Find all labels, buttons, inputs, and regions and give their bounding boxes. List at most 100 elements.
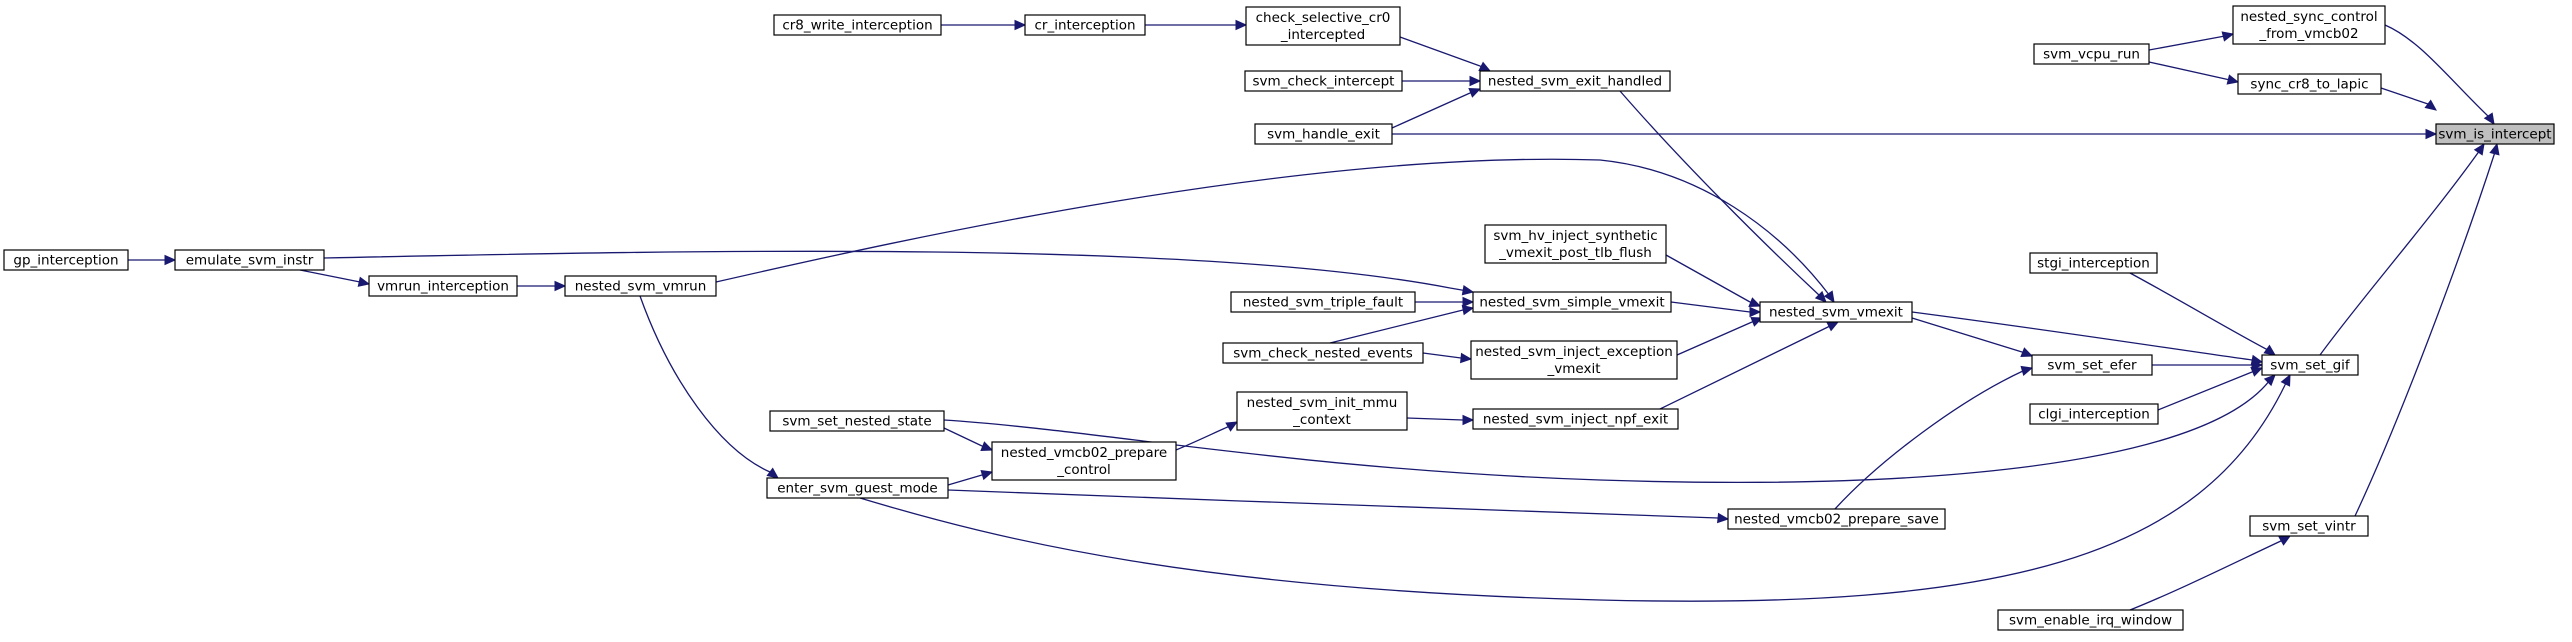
node-box	[1484, 224, 1667, 264]
node-nested-sync-control[interactable]: nested_sync_control_from_vmcb02	[2232, 5, 2386, 45]
node-label: svm_enable_irq_window	[2009, 613, 2172, 629]
e-simple-vmexit	[1670, 301, 1751, 313]
node-svm-set-vintr[interactable]: svm_set_vintr	[2249, 515, 2369, 537]
node-box	[1479, 70, 1671, 92]
node-svm-enable-irq-window[interactable]: svm_enable_irq_window	[1997, 609, 2184, 631]
e-stgi-gif-arrowhead	[2263, 344, 2276, 356]
node-box	[773, 14, 942, 36]
node-label: svm_set_nested_state	[782, 414, 931, 430]
e-triple-simple-arrowhead	[1462, 296, 1475, 308]
node-svm-check-nested-events[interactable]: svm_check_nested_events	[1222, 342, 1424, 364]
e-set-gif-is	[2319, 149, 2481, 356]
node-label: nested_svm_triple_fault	[1243, 295, 1403, 311]
node-emulate-svm-instr[interactable]: emulate_svm_instr	[174, 249, 325, 271]
node-label: emulate_svm_instr	[186, 253, 314, 269]
e-check-handled-arrowhead	[1469, 75, 1482, 87]
node-label: svm_check_intercept	[1253, 74, 1395, 90]
node-nested-svm-vmrun[interactable]: nested_svm_vmrun	[564, 275, 717, 297]
node-svm-handle-exit[interactable]: svm_handle_exit	[1254, 123, 1393, 145]
node-vmrun-interception[interactable]: vmrun_interception	[368, 275, 518, 297]
node-cr-interception[interactable]: cr_interception	[1024, 14, 1146, 36]
node-label: svm_vcpu_run	[2043, 47, 2140, 63]
e-emulate-vmrunint	[299, 269, 361, 283]
node-label: _context	[1292, 412, 1351, 428]
node-label: cr8_write_interception	[782, 18, 932, 34]
node-label: nested_svm_init_mmu	[1247, 395, 1398, 411]
node-nested-svm-simple-vmexit[interactable]: nested_svm_simple_vmexit	[1472, 291, 1672, 313]
node-cr8-write-interception[interactable]: cr8_write_interception	[773, 14, 942, 36]
node-svm-vcpu-run[interactable]: svm_vcpu_run	[2033, 43, 2150, 65]
node-svm-set-gif[interactable]: svm_set_gif	[2261, 354, 2359, 376]
e-enter-gif-arrowhead	[2280, 373, 2291, 387]
node-clgi-interception[interactable]: clgi_interception	[2029, 403, 2159, 425]
e-irq-vintr	[2129, 539, 2284, 611]
node-nested-svm-triple-fault[interactable]: nested_svm_triple_fault	[1230, 291, 1416, 313]
e-vmrunint-vmrun-arrowhead	[554, 280, 567, 292]
e-clgi-gif-arrowhead	[2250, 367, 2264, 377]
node-box	[1470, 340, 1678, 380]
e-vmexit-efer	[1911, 317, 2023, 353]
e-emulate-simple-tail	[1449, 287, 1464, 291]
node-box	[2031, 354, 2153, 376]
node-svm-is-intercept[interactable]: svm_is_intercept	[2435, 123, 2555, 145]
node-label: svm_set_efer	[2047, 358, 2137, 374]
e-hv-vmexit-arrowhead	[1748, 297, 1762, 307]
call-nodes: svm_is_intercept nested_sync_control_from…	[3, 5, 2555, 631]
e-simple-vmexit-arrowhead	[1749, 306, 1762, 318]
node-box	[1244, 70, 1403, 92]
node-nested-vmcb02-prepare-save[interactable]: nested_vmcb02_prepare_save	[1727, 508, 1946, 530]
e-emulate-simple-arrowhead	[1461, 285, 1475, 296]
node-svm-set-nested-state[interactable]: svm_set_nested_state	[769, 410, 945, 432]
e-handled-vmexit	[1619, 90, 1821, 297]
node-stgi-interception[interactable]: stgi_interception	[2029, 252, 2158, 274]
e-clgi-gif	[2157, 371, 2253, 411]
node-label: nested_svm_vmexit	[1769, 305, 1903, 321]
node-label: nested_vmcb02_prepare	[1001, 445, 1167, 461]
node-label: svm_check_nested_events	[1233, 346, 1413, 362]
e-exc-vmexit-arrowhead	[1750, 317, 1764, 327]
e-exc-vmexit	[1676, 321, 1753, 356]
node-label: _vmexit	[1547, 361, 1601, 377]
e-irq-vintr-arrowhead	[2278, 535, 2292, 546]
e-sync-cr8	[2380, 87, 2429, 105]
node-svm-check-intercept[interactable]: svm_check_intercept	[1244, 70, 1403, 92]
e-handled-vmexit-arrowhead	[1814, 290, 1827, 303]
e-handle-handled-arrowhead	[1468, 88, 1482, 98]
node-label: enter_svm_guest_mode	[777, 481, 937, 497]
e-vintr-is-arrowhead	[2489, 142, 2500, 156]
node-gp-interception[interactable]: gp_interception	[3, 249, 129, 271]
node-svm-set-efer[interactable]: svm_set_efer	[2031, 354, 2153, 376]
node-label: nested_svm_simple_vmexit	[1479, 295, 1664, 311]
node-label: sync_cr8_to_lapic	[2250, 77, 2368, 93]
e-cr8-cr-arrowhead	[1014, 19, 1027, 31]
node-enter-svm-guest-mode[interactable]: enter_svm_guest_mode	[766, 477, 949, 499]
node-nested-svm-vmexit[interactable]: nested_svm_vmexit	[1759, 301, 1913, 323]
node-box	[1254, 123, 1393, 145]
node-nested-svm-inject-npf-exit[interactable]: nested_svm_inject_npf_exit	[1472, 408, 1679, 430]
node-nested-svm-exit-handled[interactable]: nested_svm_exit_handled	[1479, 70, 1671, 92]
node-nested-svm-inject-exception[interactable]: nested_svm_inject_exception_vmexit	[1470, 340, 1678, 380]
node-label: svm_handle_exit	[1267, 127, 1380, 143]
e-events-simple	[1329, 309, 1464, 344]
node-svm-hv-inject[interactable]: svm_hv_inject_synthetic_vmexit_post_tlb_…	[1484, 224, 1667, 264]
e-vmrun-vmexit	[715, 158, 1831, 297]
e-emulate-simple	[323, 250, 1451, 289]
node-nested-vmcb02-prepare-control[interactable]: nested_vmcb02_prepare_control	[991, 441, 1177, 481]
node-check-selective-cr0[interactable]: check_selective_cr0_intercepted	[1245, 6, 1401, 46]
node-label: _vmexit_post_tlb_flush	[1498, 245, 1652, 261]
e-cr0-handled-arrowhead	[1478, 61, 1492, 72]
call-edges	[128, 19, 2500, 611]
node-label: check_selective_cr0	[1256, 10, 1391, 26]
node-label: nested_svm_vmrun	[575, 279, 707, 295]
node-box	[991, 441, 1177, 481]
node-sync-cr8-to-lapic[interactable]: sync_cr8_to_lapic	[2237, 73, 2382, 95]
e-vmexit-efer-arrowhead	[2020, 347, 2034, 357]
node-nested-svm-init-mmu[interactable]: nested_svm_init_mmu_context	[1236, 391, 1408, 431]
node-label: svm_hv_inject_synthetic	[1493, 228, 1657, 244]
node-box	[1727, 508, 1946, 530]
node-label: _intercepted	[1280, 27, 1365, 43]
node-label: clgi_interception	[2038, 407, 2150, 423]
node-box	[2261, 354, 2359, 376]
node-label: nested_vmcb02_prepare_save	[1734, 512, 1939, 528]
